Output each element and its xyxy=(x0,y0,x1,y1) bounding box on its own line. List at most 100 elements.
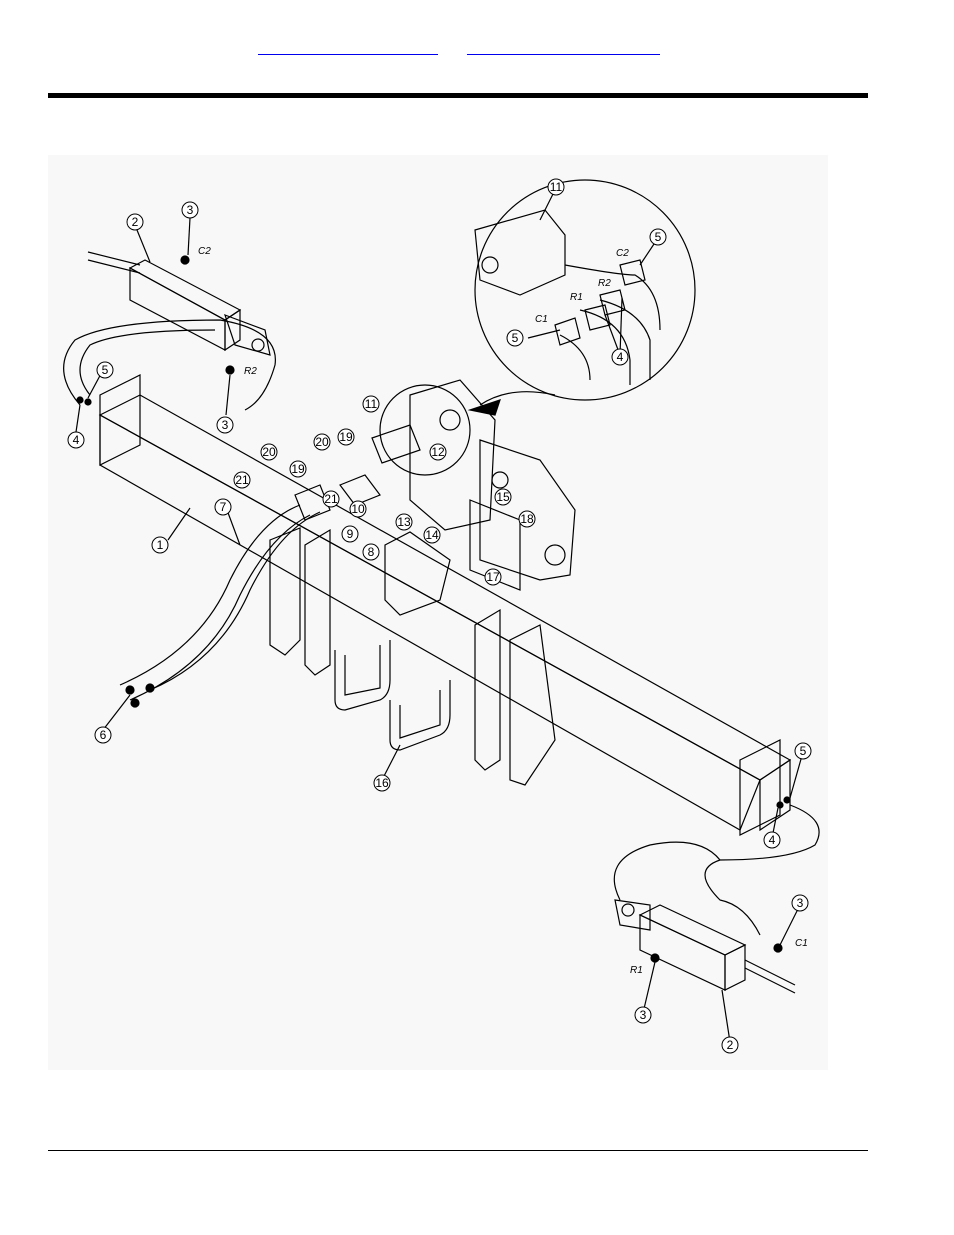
callout-8: 8 xyxy=(362,543,380,561)
callout-5-detail-left: 5 xyxy=(506,329,524,347)
svg-text:20: 20 xyxy=(315,435,329,449)
svg-text:4: 4 xyxy=(73,433,80,447)
svg-text:1: 1 xyxy=(157,538,164,552)
svg-text:9: 9 xyxy=(347,527,354,541)
cylinder-rod-top-2 xyxy=(87,259,141,274)
leader-7 xyxy=(226,509,241,546)
detail-fitting-c2 xyxy=(619,259,646,286)
svg-text:4: 4 xyxy=(617,350,624,364)
svg-text:19: 19 xyxy=(291,462,305,476)
callout-11-detail: 11 xyxy=(547,178,565,196)
svg-text:15: 15 xyxy=(496,490,510,504)
svg-text:2: 2 xyxy=(132,215,139,229)
bottom-rule xyxy=(48,1150,868,1151)
header-link-2[interactable] xyxy=(467,40,660,55)
callout-21-a: 21 xyxy=(233,471,251,489)
callout-3-bottom-b: 3 xyxy=(634,1006,652,1024)
mount-hole-2 xyxy=(491,471,509,489)
u-bolt-2-inner xyxy=(399,690,441,739)
detail-arrow-head xyxy=(467,399,501,416)
leader-11-detail xyxy=(539,189,556,221)
detail-hose-1 xyxy=(564,264,661,331)
detail-hose-2 xyxy=(599,299,651,380)
callout-3-top-b: 3 xyxy=(216,416,234,434)
svg-text:8: 8 xyxy=(368,545,375,559)
callout-5-detail-top: 5 xyxy=(649,228,667,246)
top-rule xyxy=(48,93,868,98)
port-label-c2-detail: C2 xyxy=(616,248,629,259)
header-link-1[interactable] xyxy=(258,40,438,55)
port-label-r1-bottom: R1 xyxy=(630,965,643,976)
callout-5-left: 5 xyxy=(96,361,114,379)
fitting-6-b xyxy=(145,683,155,693)
callout-3-top-a: 3 xyxy=(181,201,199,219)
svg-text:17: 17 xyxy=(486,570,500,584)
mount-hole-1 xyxy=(544,544,566,566)
u-bolt-1 xyxy=(334,640,391,711)
svg-text:16: 16 xyxy=(375,776,389,790)
leader-4-detail-b xyxy=(619,297,623,356)
detail-source-circle xyxy=(379,384,471,476)
fitting-6-a xyxy=(125,685,135,695)
mount-hole-3 xyxy=(439,409,461,431)
svg-text:3: 3 xyxy=(797,896,804,910)
svg-text:21: 21 xyxy=(235,473,249,487)
leader-4-left xyxy=(75,404,81,433)
svg-text:11: 11 xyxy=(365,397,378,411)
leader-5-detail-left xyxy=(527,329,561,339)
cylinder-bottom-barrel-end xyxy=(724,944,746,991)
svg-text:5: 5 xyxy=(800,744,807,758)
leader-6 xyxy=(102,694,131,731)
callout-17: 17 xyxy=(484,568,502,586)
port-label-c1-bottom: C1 xyxy=(795,938,808,949)
callout-6: 6 xyxy=(94,726,112,744)
shank-2 xyxy=(304,528,331,676)
callout-21-b: 21 xyxy=(322,490,340,508)
mount-bracket xyxy=(469,499,521,591)
svg-text:5: 5 xyxy=(655,230,662,244)
port-labels: C2 R2 C2 R2 R1 C1 R1 C1 xyxy=(198,246,808,976)
detail-hose-4 xyxy=(559,334,591,381)
cylinder-bottom-barrel-top xyxy=(638,904,747,956)
cylinder-rod-top xyxy=(87,251,141,266)
cylinder-bottom-clevis xyxy=(614,899,651,931)
callout-3-bottom-a: 3 xyxy=(791,894,809,912)
detail-circle xyxy=(474,179,696,401)
callout-4-detail: 4 xyxy=(611,348,629,366)
hose-long-3 xyxy=(149,511,321,691)
svg-text:3: 3 xyxy=(187,203,194,217)
port-label-c1-detail: C1 xyxy=(535,314,548,325)
cylinder-top-barrel-top xyxy=(128,259,242,321)
callout-10: 10 xyxy=(349,500,367,518)
leader-3-c1 xyxy=(779,904,801,946)
callout-5-right: 5 xyxy=(794,742,812,760)
mount-plate-right xyxy=(479,439,576,581)
cylinder-bottom-barrel-front xyxy=(639,914,726,991)
leader-2-top xyxy=(136,229,151,263)
fitting-right-a xyxy=(783,796,791,804)
parts-diagram-background xyxy=(48,155,828,1070)
diagram-linework xyxy=(63,179,820,1043)
svg-text:3: 3 xyxy=(640,1008,647,1022)
svg-text:18: 18 xyxy=(520,512,534,526)
cylinder-top-pin xyxy=(251,338,265,352)
callout-14: 14 xyxy=(423,526,441,544)
mount-plate-left xyxy=(409,379,496,531)
leader-3-r1 xyxy=(642,961,656,1014)
hose-long-2 xyxy=(129,514,311,701)
svg-text:7: 7 xyxy=(220,500,227,514)
hose-loop-left-inner xyxy=(79,329,216,396)
cylinder-top-barrel-end xyxy=(224,308,241,352)
shank-3 xyxy=(474,608,501,771)
port-label-r1-detail: R1 xyxy=(570,292,583,303)
detail-arrow-line xyxy=(479,391,556,406)
callout-19-a: 19 xyxy=(289,460,307,478)
detail-fitting-r1 xyxy=(584,304,611,331)
fitting-3-top xyxy=(180,255,190,265)
hose-long-1 xyxy=(119,504,301,686)
svg-text:14: 14 xyxy=(425,528,439,542)
callout-4-left: 4 xyxy=(67,431,85,449)
callout-20-b: 20 xyxy=(313,433,331,451)
main-beam-front xyxy=(99,413,761,831)
callout-11-main: 11 xyxy=(362,395,380,413)
